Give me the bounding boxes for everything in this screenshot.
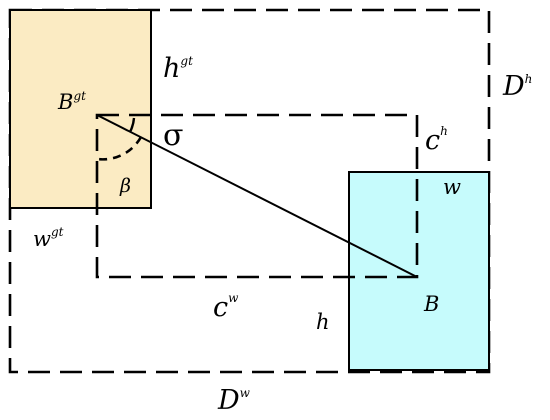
predicted-box	[348, 171, 490, 371]
label-D-w: Dw	[217, 385, 251, 416]
label-h-gt: hgt	[163, 53, 193, 84]
label-w-gt: wgt	[33, 225, 64, 251]
label-w: w	[443, 175, 461, 199]
label-B: B	[423, 292, 439, 316]
label-D-h: Dh	[502, 71, 532, 102]
beta-angle-arc	[96, 136, 143, 161]
center-connecting-line	[96, 114, 418, 278]
label-c-w: cw	[213, 291, 239, 323]
label-sigma: σ	[163, 118, 183, 153]
label-B-gt: Bgt	[57, 89, 86, 114]
label-c-h: ch	[425, 124, 448, 156]
center-distance-box-c	[95, 113, 419, 279]
sigma-angle-arc	[128, 117, 136, 133]
ground-truth-box	[9, 9, 152, 209]
label-beta: β	[119, 175, 131, 197]
label-h: h	[316, 310, 330, 334]
